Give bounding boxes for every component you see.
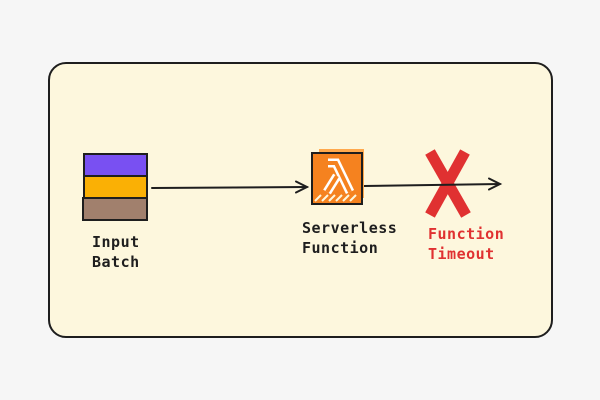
input-batch-label: Input Batch <box>92 232 140 272</box>
serverless-function-label-line2: Function <box>302 239 379 257</box>
function-timeout-label-line2: Timeout <box>428 245 495 263</box>
batch-segment-purple <box>83 153 148 177</box>
serverless-function-label: Serverless Function <box>302 218 397 258</box>
batch-segment-brown <box>82 197 148 221</box>
lambda-glyph <box>323 158 355 195</box>
aws-lambda-icon <box>311 149 364 205</box>
lambda-icon-hatch <box>314 194 357 202</box>
serverless-function-label-line1: Serverless <box>302 219 398 237</box>
input-batch-label-line1: Input <box>92 233 140 251</box>
input-batch-node <box>82 153 148 221</box>
function-timeout-label: Function Timeout <box>428 224 504 264</box>
batch-segment-amber <box>83 175 148 199</box>
input-batch-label-line2: Batch <box>92 253 140 271</box>
function-timeout-label-line1: Function <box>428 225 505 243</box>
